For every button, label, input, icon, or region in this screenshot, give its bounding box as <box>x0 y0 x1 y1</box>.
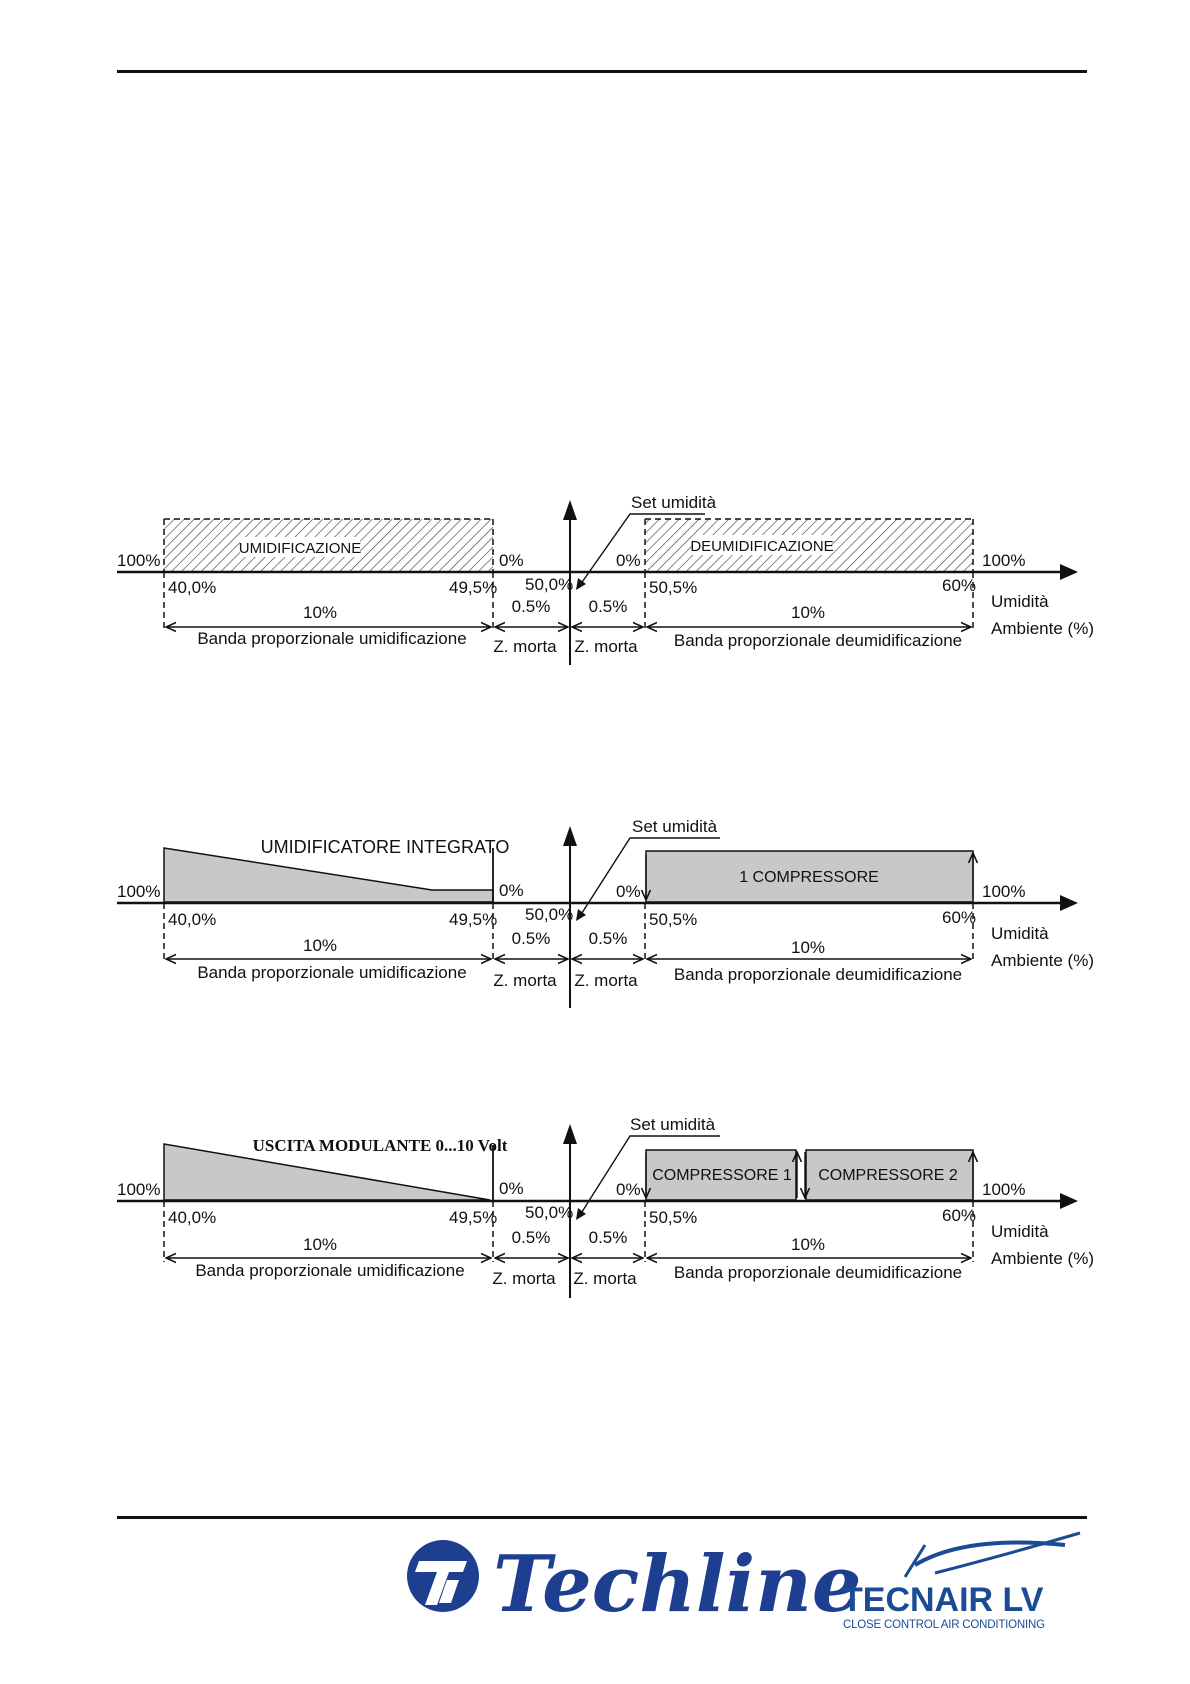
axis-label-line-1: Umidità <box>991 1222 1049 1241</box>
set-humidity-label: Set umidità <box>631 493 717 512</box>
band-left-label: Banda proporzionale umidificazione <box>197 629 466 648</box>
band-left-width: 10% <box>303 936 337 955</box>
right-start-label: 50,5% <box>649 910 697 929</box>
svg-text:CLOSE CONTROL AIR CONDITIONING: CLOSE CONTROL AIR CONDITIONING <box>843 1619 1045 1631</box>
band-left-label: Banda proporzionale umidificazione <box>197 963 466 982</box>
axis-label-line-2: Ambiente (%) <box>991 1249 1094 1268</box>
right-full-label: 100% <box>982 551 1025 570</box>
set-humidity-label: Set umidità <box>632 817 718 836</box>
axis-label-line-2: Ambiente (%) <box>991 951 1094 970</box>
left-full-label: 100% <box>117 551 160 570</box>
area-label-umidificatore-integrato: UMIDIFICATORE INTEGRATO <box>261 837 510 857</box>
compressor-2-label: COMPRESSORE 2 <box>818 1167 958 1184</box>
dead-left-value: 0.5% <box>512 929 551 948</box>
diagram-3: USCITA MODULANTE 0...10 Volt COMPRESSORE… <box>117 1115 1094 1298</box>
left-start-label: 40,0% <box>168 578 216 597</box>
dead-zone-left-label: Z. morta <box>493 637 557 656</box>
set-humidity-pointer <box>579 513 705 586</box>
band-right-label: Banda proporzionale deumidificazione <box>674 631 962 650</box>
dead-left-value: 0.5% <box>512 597 551 616</box>
area-label-deumidificazione: DEUMIDIFICAZIONE <box>690 538 833 555</box>
axis-label-line-2: Ambiente (%) <box>991 619 1094 638</box>
right-start-label: 50,5% <box>649 1208 697 1227</box>
band-right-width: 10% <box>791 938 825 957</box>
axis-label-line-1: Umidità <box>991 924 1049 943</box>
left-full-label: 100% <box>117 1180 160 1199</box>
band-right-width: 10% <box>791 1235 825 1254</box>
area-label-uscita-modulante: USCITA MODULANTE 0...10 Volt <box>253 1136 508 1155</box>
techline-logo: Techline <box>407 1539 862 1630</box>
dead-right-value: 0.5% <box>589 597 628 616</box>
right-zero-label: 0% <box>616 882 641 901</box>
diagram-2: UMIDIFICATORE INTEGRATO 1 COMPRESSORE Se… <box>117 817 1094 1008</box>
band-right-width: 10% <box>791 603 825 622</box>
center-value-label: 50,0% <box>525 905 573 924</box>
footer-logos: Techline TECNAIR LV CLOSE CONTROL AIR CO… <box>407 1531 1081 1631</box>
right-start-label: 50,5% <box>649 578 697 597</box>
set-humidity-pointer <box>579 837 720 917</box>
dead-left-value: 0.5% <box>512 1228 551 1247</box>
set-humidity-pointer <box>579 1135 720 1216</box>
svg-text:Techline: Techline <box>493 1539 862 1630</box>
right-full-label: 100% <box>982 1180 1025 1199</box>
compressor-label: 1 COMPRESSORE <box>739 869 879 886</box>
axis-label-line-1: Umidità <box>991 592 1049 611</box>
right-end-label: 60% <box>942 908 976 927</box>
band-left-width: 10% <box>303 1235 337 1254</box>
center-value-label: 50,0% <box>525 575 573 594</box>
left-full-label: 100% <box>117 882 160 901</box>
dead-right-value: 0.5% <box>589 1228 628 1247</box>
center-value-label: 50,0% <box>525 1203 573 1222</box>
left-end-label: 49,5% <box>449 910 497 929</box>
band-left-width: 10% <box>303 603 337 622</box>
set-humidity-label: Set umidità <box>630 1115 716 1134</box>
right-end-label: 60% <box>942 576 976 595</box>
band-right-label: Banda proporzionale deumidificazione <box>674 1263 962 1282</box>
left-end-label: 49,5% <box>449 578 497 597</box>
area-label-umidificazione: UMIDIFICAZIONE <box>239 540 362 557</box>
diagram-1: UMIDIFICAZIONE DEUMIDIFICAZIONE Set umid… <box>117 493 1094 665</box>
right-full-label: 100% <box>982 882 1025 901</box>
left-zero-label: 0% <box>499 881 524 900</box>
tecnair-logo: TECNAIR LV CLOSE CONTROL AIR CONDITIONIN… <box>842 1531 1081 1631</box>
svg-text:TECNAIR LV: TECNAIR LV <box>842 1581 1044 1619</box>
compressor-1-label: COMPRESSORE 1 <box>652 1167 792 1184</box>
footer-rule <box>117 1516 1087 1519</box>
dead-right-value: 0.5% <box>589 929 628 948</box>
band-right-label: Banda proporzionale deumidificazione <box>674 965 962 984</box>
header-rule <box>117 70 1087 73</box>
dead-zone-right-label: Z. morta <box>573 1269 637 1288</box>
right-end-label: 60% <box>942 1206 976 1225</box>
left-start-label: 40,0% <box>168 1208 216 1227</box>
left-start-label: 40,0% <box>168 910 216 929</box>
left-end-label: 49,5% <box>449 1208 497 1227</box>
compressor-block <box>645 850 974 903</box>
dead-zone-left-label: Z. morta <box>492 1269 556 1288</box>
left-zero-label: 0% <box>499 551 524 570</box>
dead-zone-right-label: Z. morta <box>574 637 638 656</box>
right-zero-label: 0% <box>616 551 641 570</box>
left-zero-label: 0% <box>499 1179 524 1198</box>
dead-zone-left-label: Z. morta <box>493 971 557 990</box>
dead-zone-right-label: Z. morta <box>574 971 638 990</box>
compressor-2-block <box>805 1149 974 1201</box>
right-zero-label: 0% <box>616 1180 641 1199</box>
band-left-label: Banda proporzionale umidificazione <box>195 1261 464 1280</box>
